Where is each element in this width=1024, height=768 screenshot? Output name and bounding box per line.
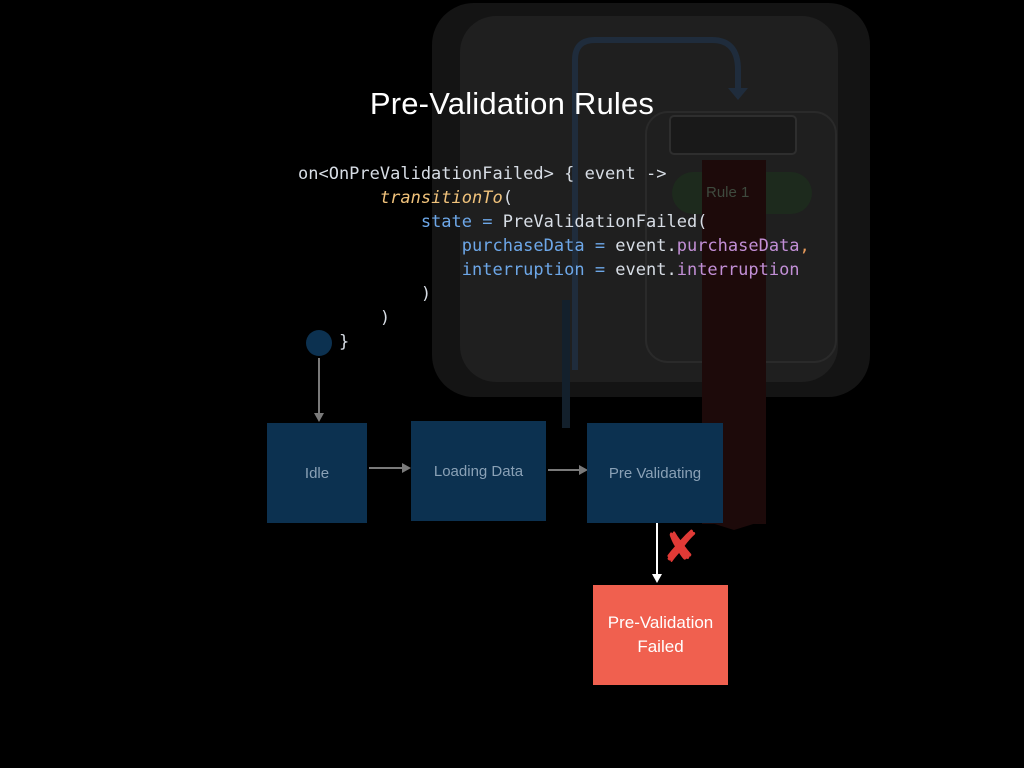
code-line-8: } — [338, 332, 350, 352]
ghost-box — [669, 115, 797, 155]
arrowhead-initial — [314, 413, 324, 422]
code-line-3: state = PreValidationFailed( — [420, 212, 708, 232]
ghost-stem — [562, 300, 570, 428]
initial-state-node — [306, 330, 332, 356]
code-line-6: ) — [420, 284, 432, 304]
slide-title: Pre-Validation Rules — [369, 86, 655, 121]
code-line-4: purchaseData = event.purchaseData, — [461, 236, 810, 256]
code-line-5: interruption = event.interruption — [461, 260, 800, 280]
arrowhead-loading-prevalidating — [579, 465, 588, 475]
code-line-7: ) — [379, 308, 391, 328]
arrowhead-failed — [652, 574, 662, 583]
state-loading-label: Loading Data — [433, 462, 524, 480]
state-loading-data: Loading Data — [411, 421, 546, 521]
code-line-2: transitionTo( — [379, 188, 513, 208]
failed-label-line1: Pre-Validation — [607, 613, 714, 632]
code-block: on<OnPreValidationFailed> { event -> tra… — [298, 162, 810, 354]
failed-label-line2: Failed — [637, 637, 684, 656]
ghost-rule-label: Rule 1 — [706, 184, 750, 201]
code-function: transitionTo — [379, 188, 503, 208]
state-idle: Idle — [267, 423, 367, 523]
state-prevalidating-label: Pre Validating — [608, 464, 702, 482]
state-idle-label: Idle — [304, 464, 330, 482]
failure-cross-icon: ✘ — [662, 523, 699, 572]
state-pre-validating: Pre Validating — [587, 423, 723, 523]
ghost-loop-arrowhead — [728, 88, 748, 100]
state-pre-validation-failed: Pre-Validation Failed — [593, 585, 728, 685]
code-line-1: on<OnPreValidationFailed> { event -> — [298, 164, 667, 184]
ghost-loop-arrow — [572, 37, 741, 370]
arrowhead-idle-loading — [402, 463, 411, 473]
